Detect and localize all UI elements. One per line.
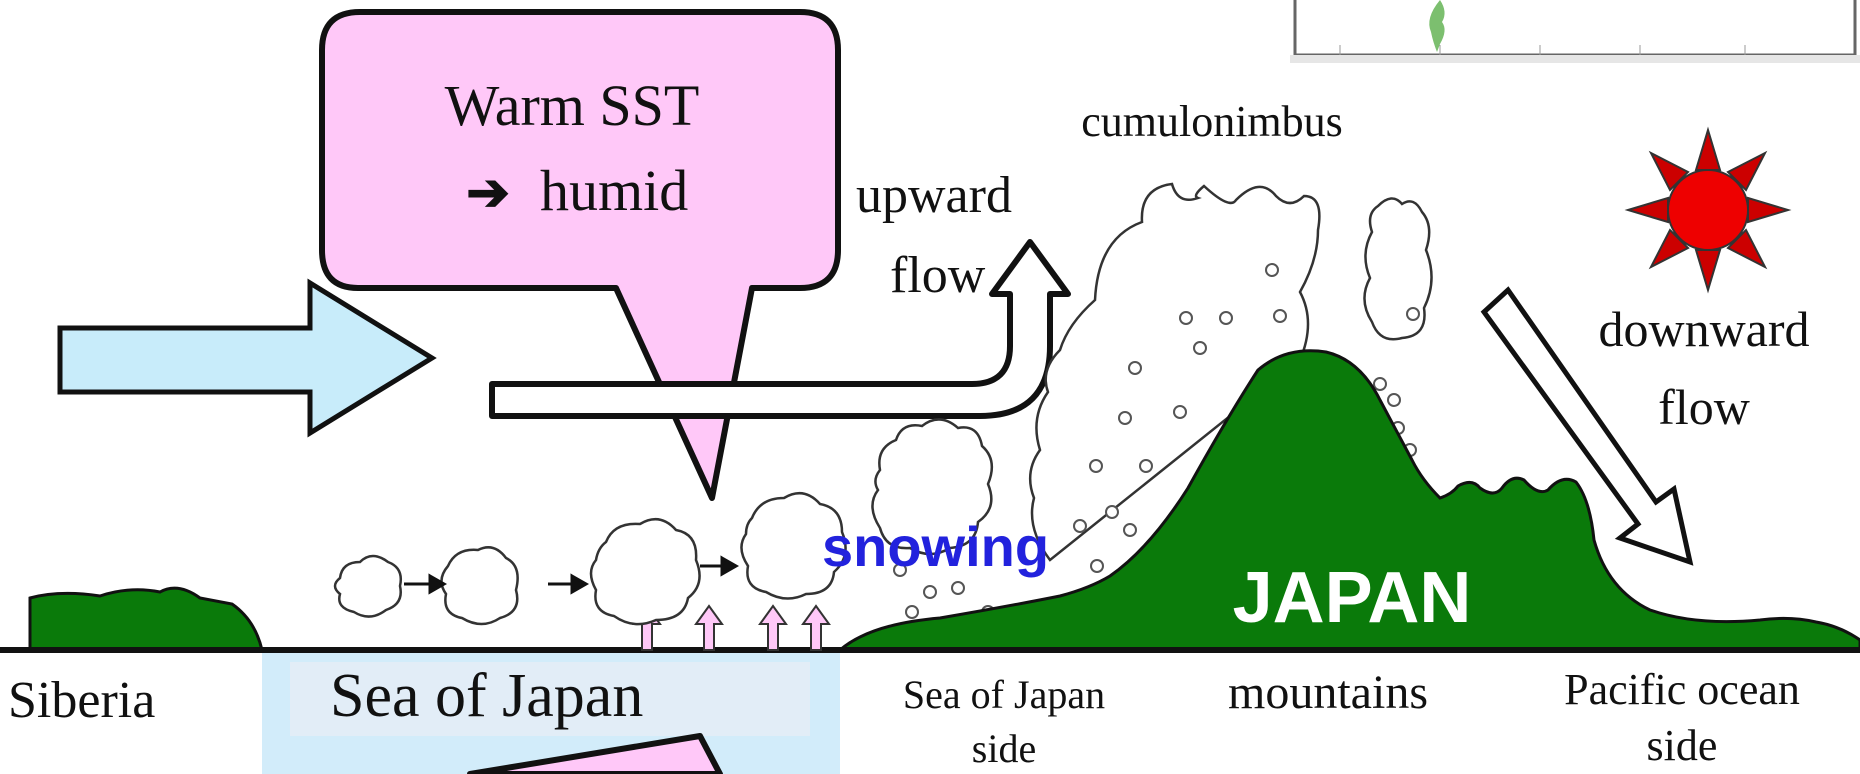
snowing-label: snowing bbox=[822, 515, 1049, 578]
sea-of-japan-side-label-1: Sea of Japan bbox=[903, 672, 1105, 717]
pacific-ocean-side-label-2: side bbox=[1647, 721, 1718, 770]
bubble-line1: Warm SST bbox=[445, 73, 700, 138]
cumulonimbus-label: cumulonimbus bbox=[1081, 97, 1343, 146]
cloud-icon bbox=[440, 546, 519, 626]
cloud-icon bbox=[871, 418, 994, 556]
cloud-icon bbox=[740, 491, 847, 600]
bubble-line2: humid bbox=[540, 158, 688, 223]
snow-particles bbox=[893, 263, 1420, 619]
upward-flow-arrow-icon bbox=[489, 239, 1071, 419]
upward-flow-label-2: flow bbox=[890, 247, 986, 304]
sea-of-japan-side-label-2: side bbox=[972, 726, 1036, 771]
siberia-label: Siberia bbox=[8, 672, 155, 729]
cloud-icon bbox=[589, 517, 701, 626]
lower-bubble-fragment bbox=[467, 733, 723, 774]
japan-land bbox=[835, 349, 1860, 652]
pacific-ocean-side-label-1: Pacific ocean bbox=[1564, 665, 1800, 714]
speech-bubble bbox=[319, 9, 841, 501]
downward-flow-arrow-icon bbox=[1480, 286, 1694, 566]
bubble-arrow-icon: ➔ bbox=[466, 165, 510, 222]
sun-icon bbox=[1624, 126, 1792, 294]
siberia-land bbox=[28, 586, 264, 652]
inset-map-fragment bbox=[1290, 0, 1860, 63]
downward-flow-label-1: downward bbox=[1598, 301, 1809, 357]
sea-clouds bbox=[333, 491, 847, 626]
japan-label: JAPAN bbox=[1233, 558, 1472, 638]
wind-arrow-icon bbox=[57, 278, 437, 438]
cloud-icon bbox=[1363, 197, 1433, 341]
sea-of-japan-label: Sea of Japan bbox=[330, 662, 643, 730]
upward-flow-label-1: upward bbox=[856, 167, 1012, 224]
cloud-drift-arrows bbox=[404, 555, 740, 595]
mountains-label: mountains bbox=[1228, 666, 1428, 719]
downward-flow-label-2: flow bbox=[1658, 379, 1750, 435]
cloud-icon bbox=[333, 554, 402, 618]
